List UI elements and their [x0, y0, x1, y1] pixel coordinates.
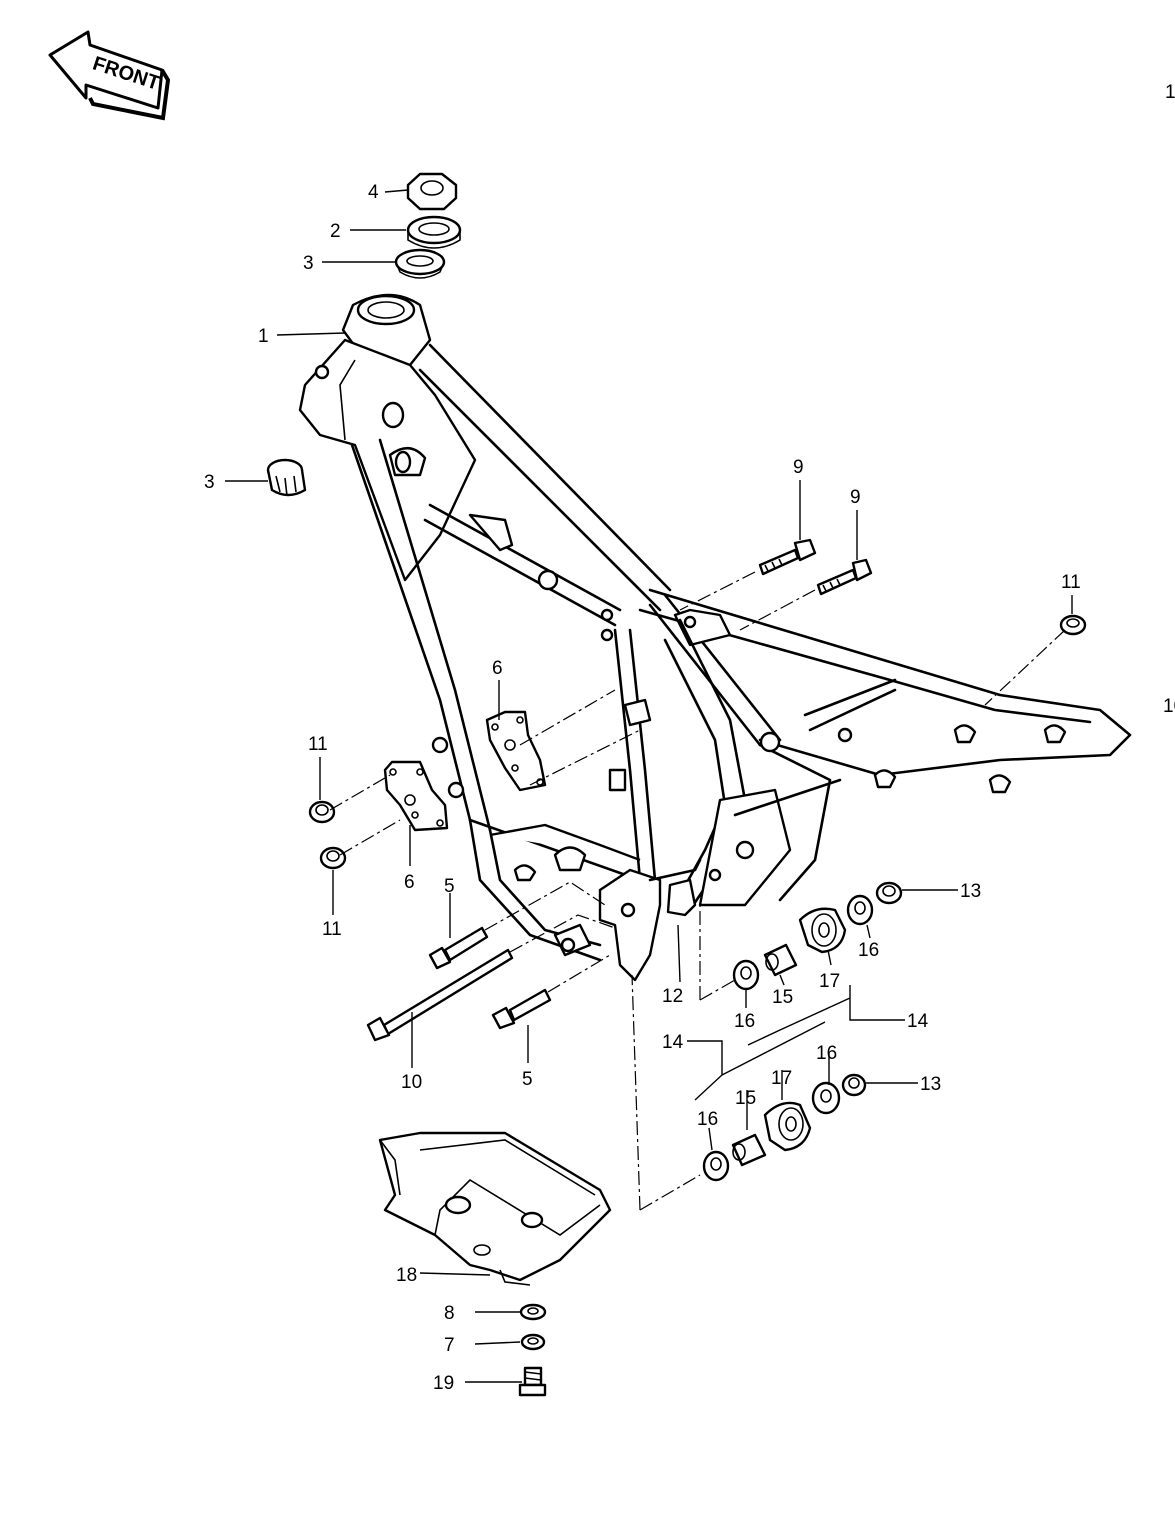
part-4-nut: [406, 172, 458, 211]
part-13-nut-upper: [875, 881, 903, 905]
callout-19: 19: [433, 1373, 454, 1394]
part-10-long-bolt: [366, 948, 514, 1042]
callout-13-upper: 13: [960, 881, 981, 902]
part-17-bushing-upper: [798, 907, 847, 954]
part-5-bolt-upper: [428, 926, 489, 970]
callout-16-upper-right: 16: [858, 940, 879, 961]
callout-17-upper: 17: [819, 971, 840, 992]
callout-8: 8: [444, 1303, 455, 1324]
part-11-nut-left-upper: [308, 800, 336, 824]
part-3-upper-bearing: [394, 248, 446, 279]
part-13-nut-lower: [841, 1073, 867, 1097]
callout-labels: 4 2 3 1 3 9 9 11 6 11 6 11 5 13 16 17 12…: [204, 182, 1081, 1394]
callout-15-lower: 15: [735, 1088, 756, 1109]
callout-4: 4: [368, 182, 379, 203]
callout-16-lower-right: 16: [816, 1043, 837, 1064]
part-11-nut-left-lower: [319, 846, 347, 870]
part-16-collar-c: [811, 1081, 841, 1115]
part-18-skid-plate: [378, 1131, 612, 1286]
callout-11-left-upper: 11: [308, 734, 328, 755]
assembly-lines: [329, 571, 1066, 1211]
callout-18: 18: [396, 1265, 417, 1286]
callout-16-lower-left: 16: [697, 1109, 718, 1130]
corner-mark-top-right: 1: [1165, 82, 1175, 103]
callout-14-right: 14: [907, 1011, 929, 1032]
part-3-lower-bearing: [266, 458, 307, 497]
leader-lines: [225, 189, 1073, 1383]
part-17-bushing-lower: [763, 1101, 812, 1152]
part-19-bolt: [518, 1366, 547, 1397]
part-11-nut-right: [1059, 614, 1087, 636]
callout-7: 7: [444, 1335, 455, 1356]
part-16-collar-b: [732, 959, 760, 991]
callout-1: 1: [258, 326, 269, 347]
callout-9-a: 9: [793, 457, 804, 478]
callout-6-right: 6: [492, 658, 503, 679]
part-6-plate-left: [383, 760, 449, 832]
main-frame: [298, 293, 1132, 982]
callout-3-lower: 3: [204, 472, 215, 493]
callout-6-left: 6: [404, 872, 415, 893]
part-2-washer: [406, 215, 462, 249]
callout-9-b: 9: [850, 487, 861, 508]
part-8-washer: [519, 1303, 547, 1321]
callout-11-left-lower: 11: [322, 919, 342, 940]
callout-10: 10: [401, 1072, 422, 1093]
callout-16-upper-left: 16: [734, 1011, 755, 1032]
callout-11-right: 11: [1061, 572, 1081, 593]
front-arrow-icon: FRONT: [48, 30, 171, 121]
part-15-sleeve-upper: [763, 943, 798, 977]
callout-14-left: 14: [662, 1032, 684, 1053]
part-6-plate-right: [485, 710, 547, 792]
part-9-bolt-b: [816, 558, 873, 596]
callout-5-upper: 5: [444, 876, 455, 897]
callout-2: 2: [330, 221, 341, 242]
part-9-bolt-a: [758, 538, 817, 576]
callout-3-upper: 3: [303, 253, 314, 274]
callout-12: 12: [662, 986, 683, 1007]
part-7-lock-washer: [520, 1333, 546, 1351]
part-16-collar-d: [702, 1150, 730, 1182]
part-15-sleeve-lower: [731, 1133, 767, 1167]
callout-15-upper: 15: [772, 987, 793, 1008]
part-16-collar-a: [846, 894, 874, 926]
callout-13-lower: 13: [920, 1074, 941, 1095]
part-5-bolt-lower: [491, 988, 552, 1030]
callout-17-lower: 17: [771, 1068, 792, 1089]
callout-5-lower: 5: [522, 1069, 533, 1090]
corner-mark-right-edge: 10: [1163, 696, 1175, 717]
